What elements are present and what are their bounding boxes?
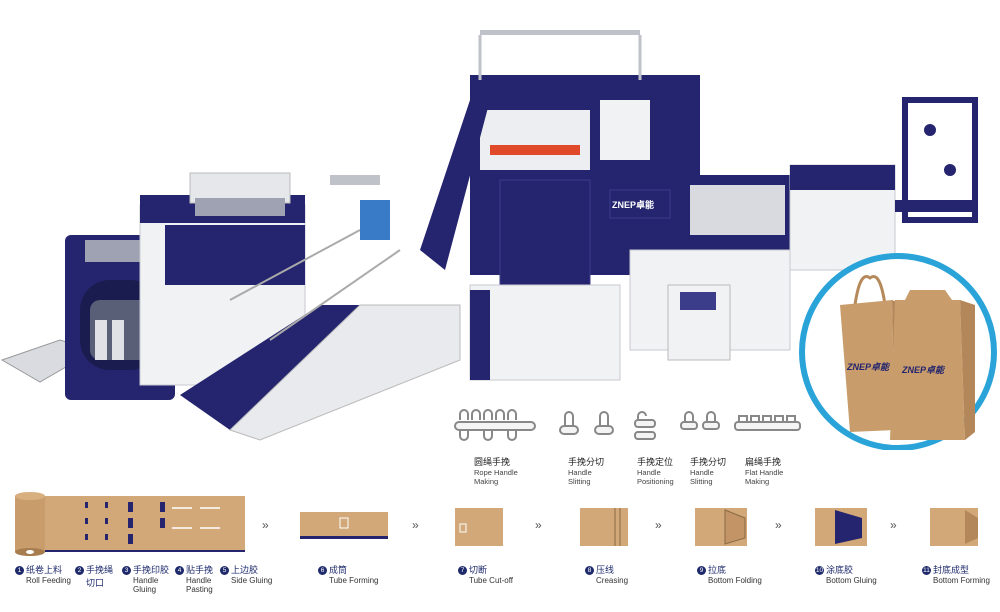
handle-step-3: 手挽定位 Handle Positioning — [637, 457, 674, 486]
chevron-5: » — [775, 518, 782, 532]
bag-logo-1: ZNEP卓能 — [847, 362, 890, 372]
handle-step-4: 手挽分切 Handle Slitting — [690, 457, 727, 486]
handle-step-2: 手挽分切 Handle Slitting — [568, 457, 605, 486]
panel-logo: ZNEP卓能 — [612, 199, 654, 210]
chevron-1: » — [262, 518, 269, 532]
chevron-3: » — [535, 518, 542, 532]
handle-step-1: 圆绳手挽 Rope Handle Making — [474, 457, 518, 486]
bag-logo-2: ZNEP卓能 — [902, 365, 945, 375]
handle-step-5: 扁绳手挽 Flat Handle Making — [745, 457, 784, 486]
machine-illustration: ZNEP卓能 — [0, 30, 997, 450]
process-diagram — [15, 492, 978, 556]
chevron-2: » — [412, 518, 419, 532]
chevron-4: » — [655, 518, 662, 532]
handle-icons — [454, 409, 801, 441]
chevron-6: » — [890, 518, 897, 532]
